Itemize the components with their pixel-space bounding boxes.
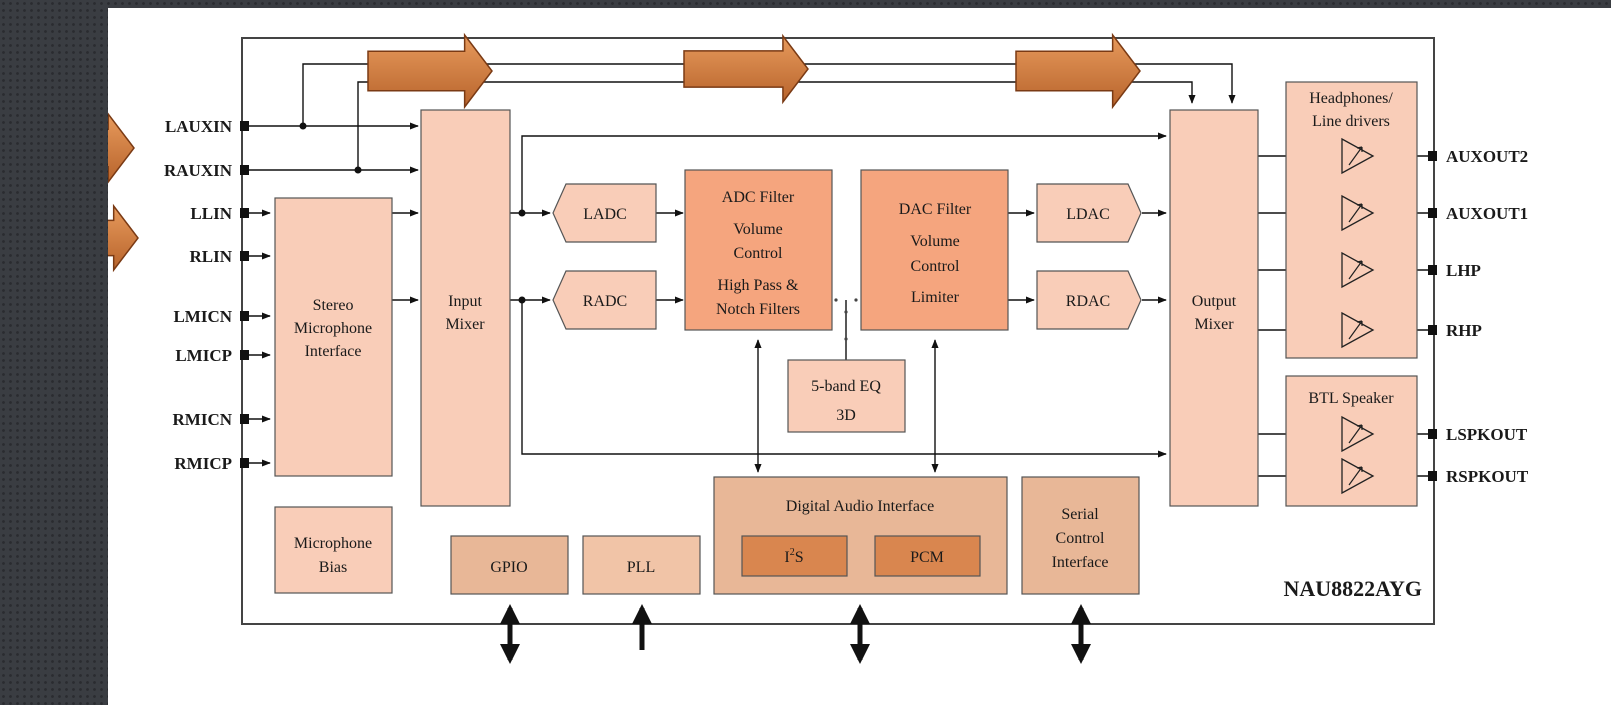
amplifier-icon (1341, 457, 1375, 495)
pin-label: RAUXIN (164, 161, 233, 180)
chip-name: NAU8822AYG (1283, 576, 1422, 601)
pin-label: AUXOUT1 (1446, 204, 1528, 223)
pin-label: RHP (1446, 321, 1482, 340)
block-label: Notch Filters (716, 301, 800, 318)
pin-label: LHP (1446, 261, 1481, 280)
block-label: Microphone (294, 535, 372, 552)
pcm-block (874, 535, 981, 577)
pin-label: RMICP (174, 454, 232, 473)
pll-block (582, 535, 701, 595)
highlight-arrow-icon (1015, 32, 1141, 110)
external-io-arrows (500, 604, 1091, 664)
i2s-block (741, 535, 848, 577)
block-label: Control (1056, 530, 1105, 547)
block-label: BTL Speaker (1308, 390, 1394, 407)
block-label: Microphone (294, 320, 372, 337)
highlight-arrows (108, 32, 1141, 273)
left-pin-labels: LAUXIN RAUXIN LLIN RLIN LMICN LMICP RMIC… (164, 117, 233, 473)
pin-label: LMICP (175, 346, 232, 365)
right-pin-squares (1428, 151, 1437, 481)
block-label: Input (448, 293, 482, 310)
block-label: Volume (733, 221, 782, 238)
serial-block (1021, 476, 1140, 595)
block-diagram: LAUXIN RAUXIN LLIN RLIN LMICN LMICP RMIC… (108, 32, 1529, 664)
highlight-arrow-icon (108, 112, 135, 184)
radc-block (552, 270, 657, 330)
pin-label: AUXOUT2 (1446, 147, 1528, 166)
amplifier-icon (1341, 415, 1375, 453)
eq-block (787, 359, 906, 433)
block-label: DAC Filter (899, 201, 972, 218)
block-label: 3D (836, 407, 856, 424)
block-label: ADC Filter (722, 189, 795, 206)
block-label: RADC (583, 293, 627, 310)
amplifier-icon (1341, 194, 1375, 232)
block-label: Stereo (313, 297, 354, 314)
block-label: LADC (583, 206, 627, 223)
filter-link-dots (834, 298, 858, 341)
pin-label: RSPKOUT (1446, 467, 1529, 486)
ladc-block (552, 183, 657, 243)
block-label: RDAC (1066, 293, 1110, 310)
amplifier-icon (1341, 251, 1375, 289)
input-mixer-block (420, 109, 511, 507)
adc-filter-block (684, 169, 833, 331)
amplifier-icon (1341, 137, 1375, 175)
block-label: GPIO (490, 559, 527, 576)
stereo-mic-block (274, 197, 393, 477)
pin-label: LAUXIN (165, 117, 233, 136)
block-label: High Pass & (718, 277, 799, 294)
block-label: Control (734, 245, 783, 262)
block-label: I2S (784, 547, 803, 566)
block-label: Interface (1052, 554, 1109, 571)
highlight-arrow-icon (683, 33, 809, 105)
pin-label: RMICN (173, 410, 233, 429)
block-label: Control (911, 258, 960, 275)
block-label: Volume (910, 233, 959, 250)
block-label: Mixer (445, 316, 485, 333)
pin-label: RLIN (189, 247, 232, 266)
amplifier-icons (1341, 137, 1375, 495)
gpio-block (450, 535, 569, 595)
mic-bias-block (274, 506, 393, 594)
block-label: PLL (627, 559, 655, 576)
highlight-arrow-icon (367, 32, 493, 110)
block-label: LDAC (1066, 206, 1110, 223)
block-label: Interface (305, 343, 362, 360)
block-label: Digital Audio Interface (786, 498, 934, 515)
block-label: 5-band EQ (811, 378, 881, 395)
pin-label: LMICN (173, 307, 232, 326)
block-label: Serial (1061, 506, 1099, 523)
block-label: Line drivers (1312, 113, 1390, 130)
block-label: Bias (319, 559, 347, 576)
block-label: Output (1192, 293, 1237, 310)
junction-dots (299, 122, 526, 304)
output-mixer-block (1169, 109, 1259, 507)
amplifier-icon (1341, 311, 1375, 349)
right-pin-labels: AUXOUT2 AUXOUT1 LHP RHP LSPKOUT RSPKOUT (1446, 147, 1529, 486)
block-label: Limiter (911, 289, 960, 306)
rdac-block (1036, 270, 1142, 330)
left-pin-squares (240, 121, 249, 468)
dac-filter-block (860, 169, 1009, 331)
ldac-block (1036, 183, 1142, 243)
pin-label: LLIN (190, 204, 232, 223)
block-label: Mixer (1194, 316, 1234, 333)
highlight-arrow-icon (108, 203, 139, 273)
block-label: Headphones/ (1309, 90, 1393, 107)
block-label: PCM (910, 549, 944, 566)
pin-label: LSPKOUT (1446, 425, 1528, 444)
diagram-panel: LAUXIN RAUXIN LLIN RLIN LMICN LMICP RMIC… (108, 8, 1611, 705)
